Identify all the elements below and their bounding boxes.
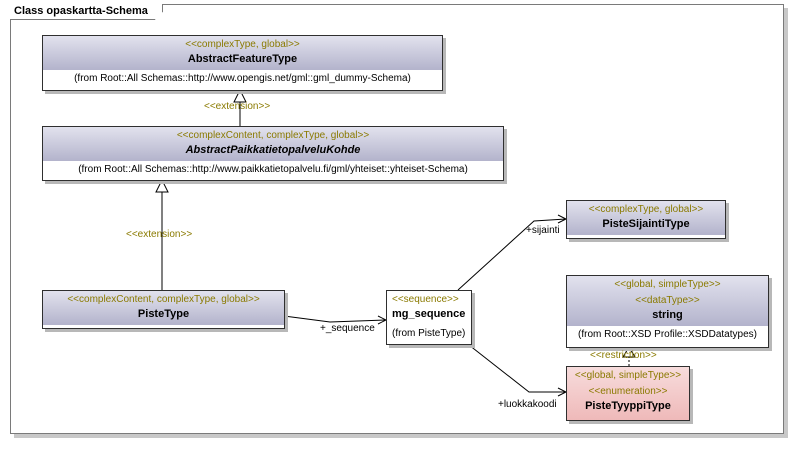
class-name: PisteTyyppiType xyxy=(585,400,671,412)
class-name: AbstractPaikkatietopalveluKohde xyxy=(185,144,361,156)
class-header: <<complexContent, complexType, global>> … xyxy=(43,127,503,161)
sijainti-association-line xyxy=(457,218,567,291)
luokkakoodi-association-line xyxy=(468,344,566,393)
class-piste-type[interactable]: <<complexContent, complexType, global>> … xyxy=(42,290,285,329)
sequence-role-label: +_sequence xyxy=(320,323,375,334)
class-piste-sijainti-type[interactable]: <<complexType, global>> PisteSijaintiTyp… xyxy=(566,200,726,239)
class-stereotype: <<complexType, global>> xyxy=(185,39,300,50)
sijainti-role-label: +sijainti xyxy=(526,225,560,236)
restriction-arrowhead xyxy=(622,346,636,358)
class-abstract-paikkatietopalvelu-kohde[interactable]: <<complexContent, complexType, global>> … xyxy=(42,126,504,181)
class-abstract-feature-type[interactable]: <<complexType, global>> AbstractFeatureT… xyxy=(42,35,443,91)
extension-arrowhead-top xyxy=(233,88,247,103)
extension-arrowhead-left xyxy=(155,178,169,193)
class-name: AbstractFeatureType xyxy=(187,53,298,65)
class-origin: (from Root::XSD Profile::XSDDatatypes) xyxy=(578,329,757,340)
class-stereotype: <<complexType, global>> xyxy=(588,204,704,215)
class-header: <<complexType, global>> AbstractFeatureT… xyxy=(43,36,442,70)
class-origin: (from Root::All Schemas::http://www.open… xyxy=(74,73,411,84)
class-stereotype-secondary: <<enumeration>> xyxy=(588,386,668,397)
class-header: <<global, simpleType>> <<dataType>> stri… xyxy=(567,276,768,326)
class-piste-tyyppi-type[interactable]: <<global, simpleType>> <<enumeration>> P… xyxy=(566,366,690,421)
class-name: mg_sequence xyxy=(392,308,466,320)
class-stereotype: <<complexContent, complexType, global>> xyxy=(67,294,260,305)
class-header: <<global, simpleType>> <<enumeration>> P… xyxy=(567,367,689,420)
diagram-title: Class opaskartta-Schema xyxy=(10,4,163,20)
class-stereotype: <<global, simpleType>> xyxy=(614,279,721,290)
class-name: string xyxy=(652,309,683,321)
extension-label-left: <<extension>> xyxy=(126,229,193,240)
class-mg-sequence[interactable]: <<sequence>> mg_sequence (from PisteType… xyxy=(386,290,472,345)
class-name: PisteType xyxy=(137,308,190,320)
class-stereotype-secondary: <<dataType>> xyxy=(635,295,700,306)
class-name: PisteSijaintiType xyxy=(602,218,690,230)
sequence-association-line xyxy=(283,315,387,323)
class-header: <<complexContent, complexType, global>> … xyxy=(43,291,284,325)
restriction-label: <<restriction>> xyxy=(590,350,657,361)
class-header: <<sequence>> mg_sequence xyxy=(387,291,471,325)
class-origin: (from PisteType) xyxy=(392,328,466,339)
class-string[interactable]: <<global, simpleType>> <<dataType>> stri… xyxy=(566,275,769,348)
class-origin: (from Root::All Schemas::http://www.paik… xyxy=(78,164,468,175)
luokkakoodi-role-label: +luokkakoodi xyxy=(498,399,557,410)
class-stereotype: <<complexContent, complexType, global>> xyxy=(176,130,370,141)
class-header: <<complexType, global>> PisteSijaintiTyp… xyxy=(567,201,725,235)
extension-label-top: <<extension>> xyxy=(204,101,271,112)
class-stereotype: <<sequence>> xyxy=(392,294,459,305)
class-stereotype: <<global, simpleType>> xyxy=(574,370,682,381)
